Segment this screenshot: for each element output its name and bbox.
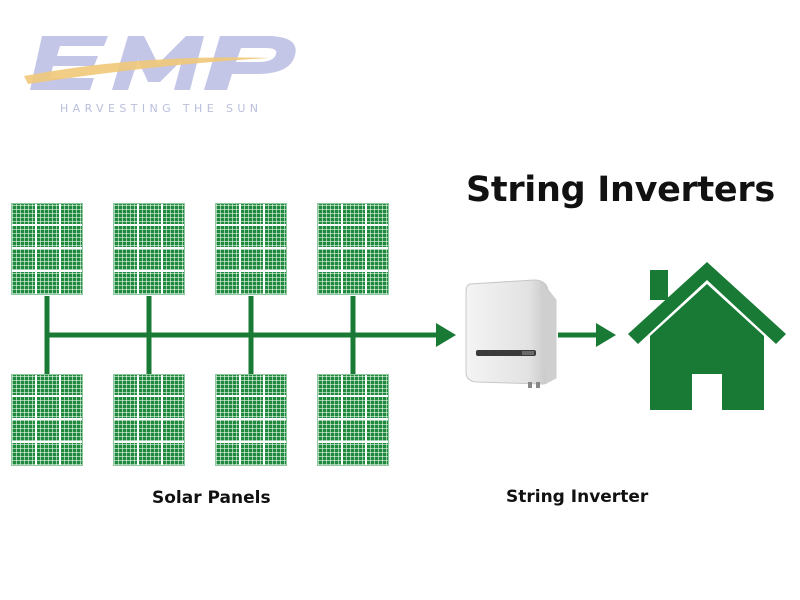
emp-logo-mark (24, 36, 296, 90)
inverter-icon (465, 279, 557, 388)
logo-tagline: HARVESTING THE SUN (60, 102, 263, 115)
house-icon (628, 262, 786, 410)
arrow-icon (596, 323, 616, 347)
solar-panel-icon (113, 374, 185, 466)
solar-panels-label: Solar Panels (152, 488, 271, 508)
logo: HARVESTING THE SUN (20, 6, 310, 115)
solar-panel-icon (11, 203, 83, 295)
solar-panel-icon (113, 203, 185, 295)
string-inverter-label: String Inverter (506, 487, 649, 507)
solar-panel-icon (11, 374, 83, 466)
solar-panel-icon (215, 203, 287, 295)
page-title: String Inverters (466, 170, 775, 210)
solar-panel-icon (317, 374, 389, 466)
arrow-icon (436, 323, 456, 347)
solar-panel-icon (215, 374, 287, 466)
solar-panel-icon (317, 203, 389, 295)
